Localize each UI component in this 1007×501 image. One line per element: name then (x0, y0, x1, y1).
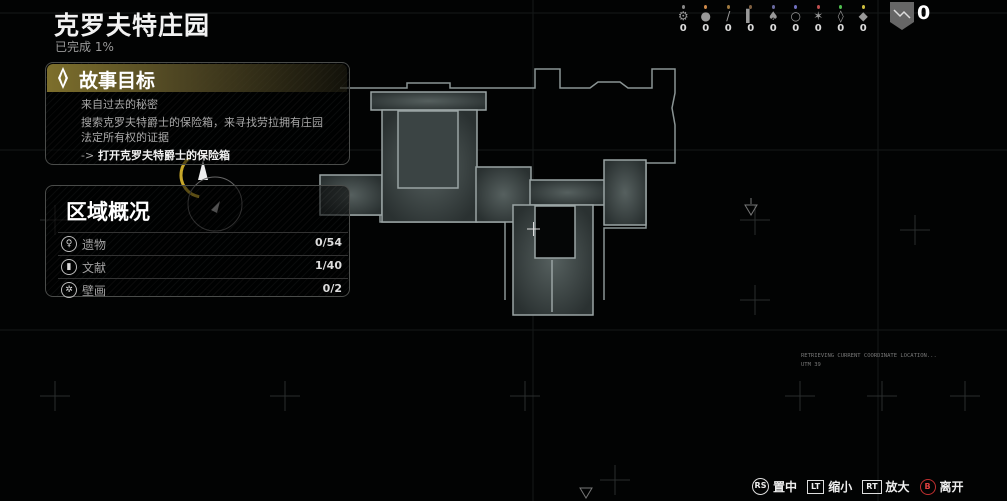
resource-value: 0 (814, 23, 822, 34)
control-label: 放大 (885, 480, 910, 494)
story-header: 故事目标 (47, 64, 347, 92)
resource-counter: ◆0 (852, 5, 875, 34)
mission-name: 来自过去的秘密 (81, 98, 158, 111)
ring-icon: ○ (790, 9, 801, 23)
location-title: 克罗夫特庄园 (54, 11, 211, 40)
resource-dot (839, 5, 843, 9)
cloth-icon: ◆ (858, 9, 868, 23)
skill-points-value: 0 (917, 2, 931, 24)
control-label: 缩小 (828, 480, 853, 494)
resource-value: 0 (769, 23, 777, 34)
resource-dot (749, 5, 753, 9)
map-rooms (319, 91, 647, 316)
herb-icon: ◊ (837, 9, 844, 23)
resource-dot (681, 5, 685, 9)
player-cursor-icon (527, 222, 540, 236)
skill-points-shield-icon (890, 2, 914, 30)
story-diamond-icon (58, 67, 68, 89)
resource-dot (861, 5, 865, 9)
control-label: 离开 (939, 480, 964, 494)
coordinate-readout: RETRIEVING CURRENT COORDINATE LOCATION..… (801, 352, 937, 370)
resource-value: 0 (679, 23, 687, 34)
waypoint-icon (579, 487, 593, 499)
center-control[interactable]: RS 置中 (752, 478, 797, 495)
resource-dot (794, 5, 798, 9)
resource-counters: ⚙0●0/0▍0♠0○0✶0◊0◆0 (672, 5, 875, 34)
hide-icon: ✶ (813, 9, 824, 23)
collectible-row-documents[interactable]: ▮ 文献 1/40 (58, 255, 348, 277)
resource-counter: ◊0 (830, 5, 853, 34)
coordinate-status: RETRIEVING CURRENT COORDINATE LOCATION..… (801, 353, 937, 359)
resource-counter: /0 (717, 5, 740, 34)
mission-description-2: 法定所有权的证据 (81, 131, 169, 144)
row-value: 0/2 (322, 282, 342, 295)
area-overview-panel: 区域概况 ♀ 遗物 0/54 ▮ 文献 1/40 ✲ 壁画 0/2 (45, 185, 350, 300)
coordinate-zone: UTM 39 (801, 362, 821, 368)
resource-value: 0 (859, 23, 867, 34)
relic-icon: ♀ (61, 236, 77, 252)
row-label: 文献 (82, 261, 107, 275)
b-button-icon: B (919, 478, 936, 495)
gear-icon: ⚙ (677, 9, 689, 23)
arrow-icon: -> (81, 149, 95, 162)
area-title: 区域概况 (66, 200, 150, 224)
mission-description: 搜索克罗夫特爵士的保险箱，来寻找劳拉拥有庄园 (81, 116, 323, 129)
row-label: 遗物 (82, 238, 107, 252)
collectible-row-relics[interactable]: ♀ 遗物 0/54 (58, 232, 348, 254)
resource-dot (771, 5, 775, 9)
resource-dot (816, 5, 820, 9)
resource-dot (704, 5, 708, 9)
resource-counter: ♠0 (762, 5, 785, 34)
control-label: 置中 (773, 480, 798, 494)
story-objective-panel: 故事目标 来自过去的秘密 搜索克罗夫特爵士的保险箱，来寻找劳拉拥有庄园 法定所有… (45, 62, 350, 165)
document-icon: ▮ (61, 259, 77, 275)
row-value: 0/54 (315, 236, 342, 249)
row-value: 1/40 (315, 259, 342, 272)
resource-value: 0 (837, 23, 845, 34)
rs-button-icon: RS (752, 478, 769, 495)
completion-progress: 已完成 1% (55, 40, 114, 54)
waypoint-icon (744, 198, 758, 216)
feather-icon: / (726, 9, 731, 23)
resource-counter: ⚙0 (672, 5, 695, 34)
resource-value: 0 (747, 23, 755, 34)
mural-icon: ✲ (61, 282, 77, 298)
resource-value: 0 (792, 23, 800, 34)
lt-button-icon: LT (807, 479, 825, 494)
resource-value: 0 (724, 23, 732, 34)
resource-value: 0 (702, 23, 710, 34)
objective-text: 打开克罗夫特爵士的保险箱 (98, 149, 231, 162)
resource-counter: ▍0 (740, 5, 763, 34)
mushroom-icon: ♠ (767, 9, 779, 23)
resource-counter: ○0 (785, 5, 808, 34)
resource-dot (726, 5, 730, 9)
resource-counter: ●0 (695, 5, 718, 34)
wood-icon: ▍ (746, 9, 756, 23)
resource-counter: ✶0 (807, 5, 830, 34)
collectible-row-murals[interactable]: ✲ 壁画 0/2 (58, 278, 348, 300)
rt-button-icon: RT (862, 479, 882, 494)
current-objective: -> 打开克罗夫特爵士的保险箱 (81, 147, 230, 163)
drop-icon: ● (700, 9, 711, 23)
story-title: 故事目标 (79, 70, 156, 92)
row-label: 壁画 (82, 284, 107, 298)
